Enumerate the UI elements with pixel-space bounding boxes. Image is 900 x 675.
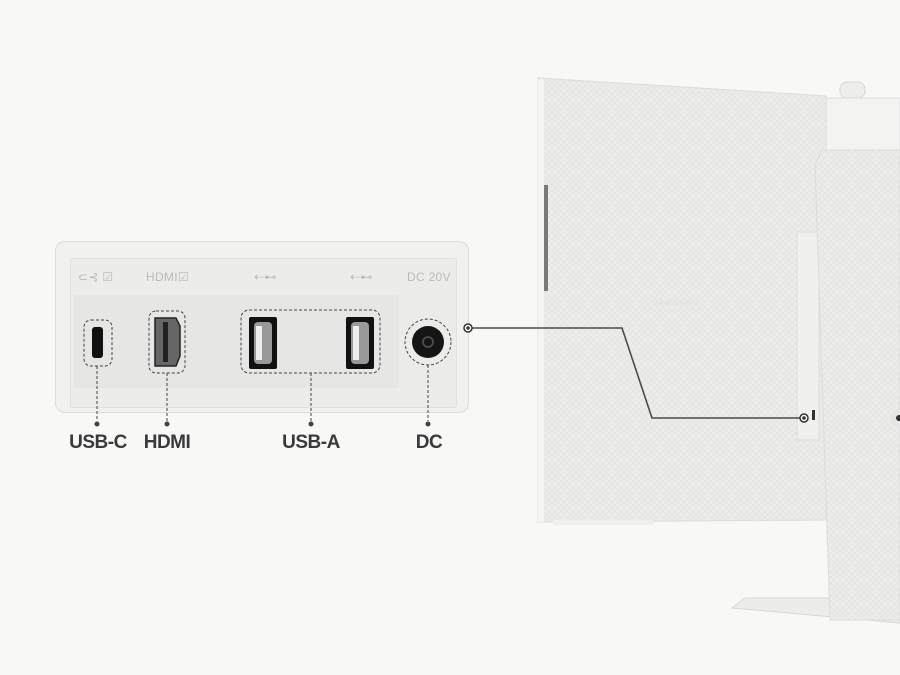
stand-neck xyxy=(814,149,900,621)
dc-port xyxy=(412,326,444,358)
dc-printed-label: DC 20V xyxy=(407,270,451,284)
usb-a-label: USB-A xyxy=(282,432,340,453)
usb-c-printed-label: ⊂⊰ ☑ xyxy=(78,270,114,284)
usb-a-1-printed-label: ⇠⊷ xyxy=(254,270,277,284)
hdmi-printed-label: HDMI☑ xyxy=(146,270,189,284)
usb-c-label: USB-C xyxy=(69,432,127,453)
leader-line xyxy=(468,327,804,419)
monitor-bottom-lip xyxy=(553,520,653,525)
dc-label: DC xyxy=(415,432,443,453)
stand-bracket xyxy=(825,97,900,154)
vent-slots xyxy=(544,185,548,291)
usb-c-port xyxy=(92,327,103,358)
hdmi-label: HDMI xyxy=(143,432,191,453)
port-housing xyxy=(796,231,820,441)
usb-c-highlight xyxy=(83,319,113,367)
usb-a-2-printed-label: ⇠⊷ xyxy=(350,270,373,284)
samsung-logo: SAMSUNG xyxy=(652,298,700,307)
monitor-left-edge xyxy=(538,79,544,522)
